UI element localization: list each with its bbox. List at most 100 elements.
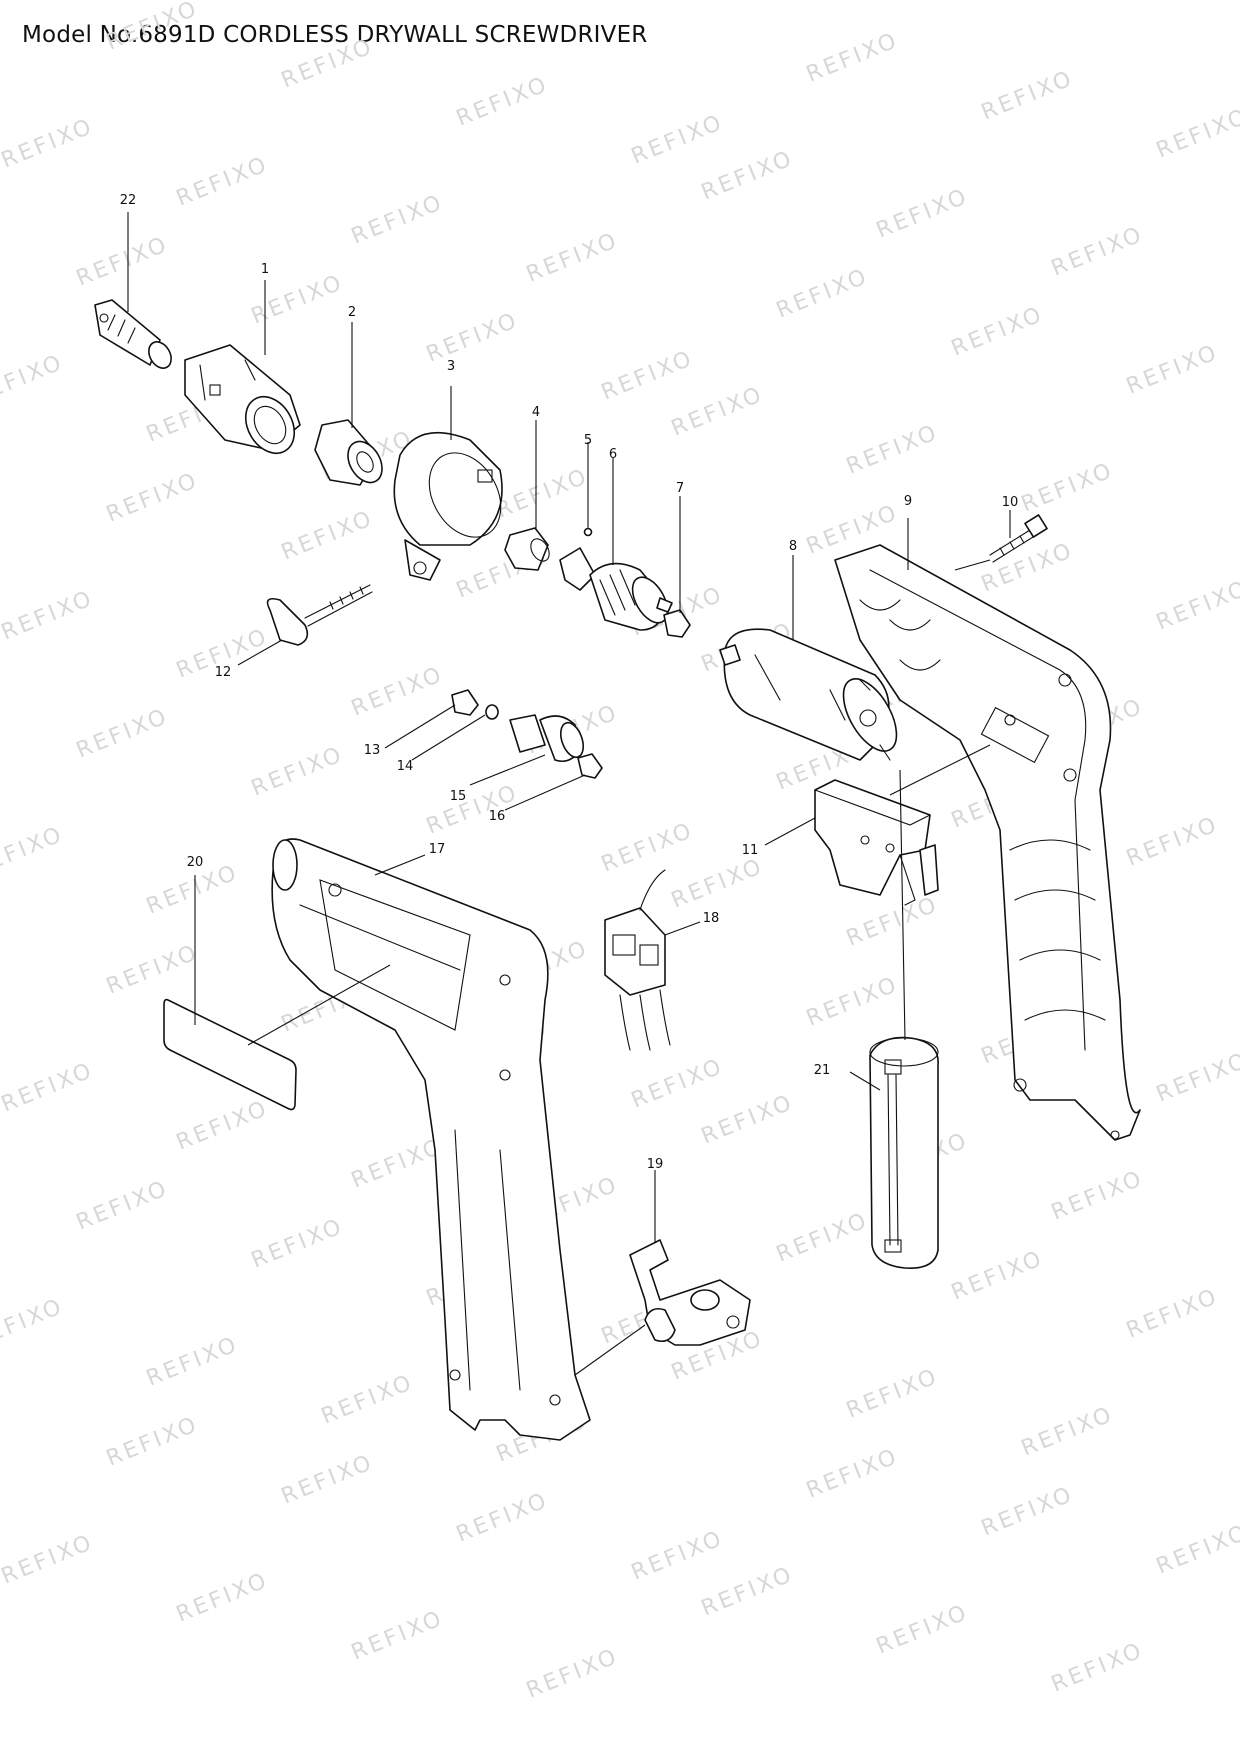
part-2-bearing <box>314 419 383 486</box>
watermark-20: REFIXO <box>1123 340 1223 400</box>
watermark-90: REFIXO <box>1153 1520 1240 1580</box>
part-9-housing-right <box>834 544 1141 1141</box>
watermark-13: REFIXO <box>1048 222 1148 282</box>
watermark-48: REFIXO <box>1123 812 1223 872</box>
watermark-24: REFIXO <box>493 464 593 524</box>
watermark-45: REFIXO <box>598 818 698 878</box>
watermark-91: REFIXO <box>0 1530 97 1590</box>
watermark-49: REFIXO <box>0 822 67 882</box>
callout-3: 3 <box>447 359 455 374</box>
watermark-75: REFIXO <box>948 1246 1048 1306</box>
watermark-65: REFIXO <box>348 1134 448 1194</box>
watermark-78: REFIXO <box>143 1332 243 1392</box>
watermark-27: REFIXO <box>1018 458 1118 518</box>
watermark-79: REFIXO <box>318 1370 418 1430</box>
callout-labels: 22 1 2 3 4 5 6 7 8 9 10 12 13 14 15 16 1… <box>120 193 1019 1172</box>
part-14-steel-ball <box>485 704 499 720</box>
callout-16: 16 <box>489 809 506 824</box>
page-title: Model No.6891D CORDLESS DRYWALL SCREWDRI… <box>22 22 648 48</box>
callout-11: 11 <box>742 843 759 858</box>
watermark-69: REFIXO <box>1048 1166 1148 1226</box>
callout-10: 10 <box>1002 495 1019 510</box>
callout-4: 4 <box>532 405 540 420</box>
watermark-16: REFIXO <box>423 308 523 368</box>
watermark-85: REFIXO <box>278 1450 378 1510</box>
watermark-64: REFIXO <box>173 1096 273 1156</box>
watermark-70: REFIXO <box>73 1176 173 1236</box>
watermark-25: REFIXO <box>668 382 768 442</box>
watermark-10: REFIXO <box>523 228 623 288</box>
watermark-1: REFIXO <box>278 34 378 94</box>
watermark-8: REFIXO <box>173 152 273 212</box>
watermark-35: REFIXO <box>0 586 97 646</box>
part-7-bushing <box>663 609 691 638</box>
callout-22: 22 <box>120 193 137 208</box>
part-1-clutch-sleeve <box>184 344 301 455</box>
part-11-switch <box>814 779 939 906</box>
watermark-82: REFIXO <box>843 1364 943 1424</box>
callout-21: 21 <box>814 1063 831 1078</box>
part-5-steel-ball <box>583 527 593 537</box>
watermark-63: REFIXO <box>0 1058 97 1118</box>
watermark-84: REFIXO <box>103 1412 203 1472</box>
watermark-4: REFIXO <box>803 28 903 88</box>
watermark-74: REFIXO <box>773 1208 873 1268</box>
watermark-21: REFIXO <box>0 350 67 410</box>
callout-13: 13 <box>364 743 381 758</box>
watermark-17: REFIXO <box>598 346 698 406</box>
watermark-37: REFIXO <box>348 662 448 722</box>
watermark-19: REFIXO <box>948 302 1048 362</box>
watermark-33: REFIXO <box>978 538 1078 598</box>
watermark-54: REFIXO <box>843 892 943 952</box>
watermark-83: REFIXO <box>1018 1402 1118 1462</box>
watermark-56: REFIXO <box>103 940 203 1000</box>
watermark-59: REFIXO <box>628 1054 728 1114</box>
watermark-43: REFIXO <box>248 742 348 802</box>
watermark-14: REFIXO <box>73 232 173 292</box>
callout-20: 20 <box>187 855 204 870</box>
part-17-housing-left <box>271 838 591 1441</box>
part-15-gear <box>509 714 585 763</box>
callout-18: 18 <box>703 911 720 926</box>
watermark-42: REFIXO <box>73 704 173 764</box>
part-12-thumb-screw <box>266 584 373 646</box>
watermark-18: REFIXO <box>773 264 873 324</box>
part-10-screw <box>989 514 1048 563</box>
callout-1: 1 <box>261 262 269 277</box>
watermark-28: REFIXO <box>103 468 203 528</box>
part-8-motor <box>719 628 898 761</box>
part-6-spindle-gear <box>559 547 673 631</box>
watermark-88: REFIXO <box>803 1444 903 1504</box>
watermark-95: REFIXO <box>698 1562 798 1622</box>
watermark-94: REFIXO <box>523 1644 623 1704</box>
watermark-93: REFIXO <box>348 1606 448 1666</box>
watermark-67: REFIXO <box>698 1090 798 1150</box>
part-21-battery <box>869 1036 939 1269</box>
watermark-44: REFIXO <box>423 780 523 840</box>
watermark-3: REFIXO <box>628 110 728 170</box>
watermark-34: REFIXO <box>1153 576 1240 636</box>
callout-9: 9 <box>904 494 912 509</box>
watermark-86: REFIXO <box>453 1488 553 1548</box>
watermark-29: REFIXO <box>278 506 378 566</box>
callout-7: 7 <box>676 481 684 496</box>
watermark-60: REFIXO <box>803 972 903 1032</box>
watermark-53: REFIXO <box>668 854 768 914</box>
callout-14: 14 <box>397 759 414 774</box>
watermark-2: REFIXO <box>453 72 553 132</box>
watermark-92: REFIXO <box>173 1568 273 1628</box>
callout-8: 8 <box>789 539 797 554</box>
watermark-71: REFIXO <box>248 1214 348 1274</box>
callout-15: 15 <box>450 789 467 804</box>
watermark-15: REFIXO <box>248 270 348 330</box>
part-20-name-plate <box>163 998 297 1111</box>
callout-17: 17 <box>429 842 446 857</box>
callout-19: 19 <box>647 1157 664 1172</box>
watermark-7: REFIXO <box>0 114 97 174</box>
watermark-97: REFIXO <box>1048 1638 1148 1698</box>
part-13-bushing <box>451 689 479 716</box>
callout-6: 6 <box>609 447 617 462</box>
watermark-9: REFIXO <box>348 190 448 250</box>
watermark-76: REFIXO <box>1123 1284 1223 1344</box>
